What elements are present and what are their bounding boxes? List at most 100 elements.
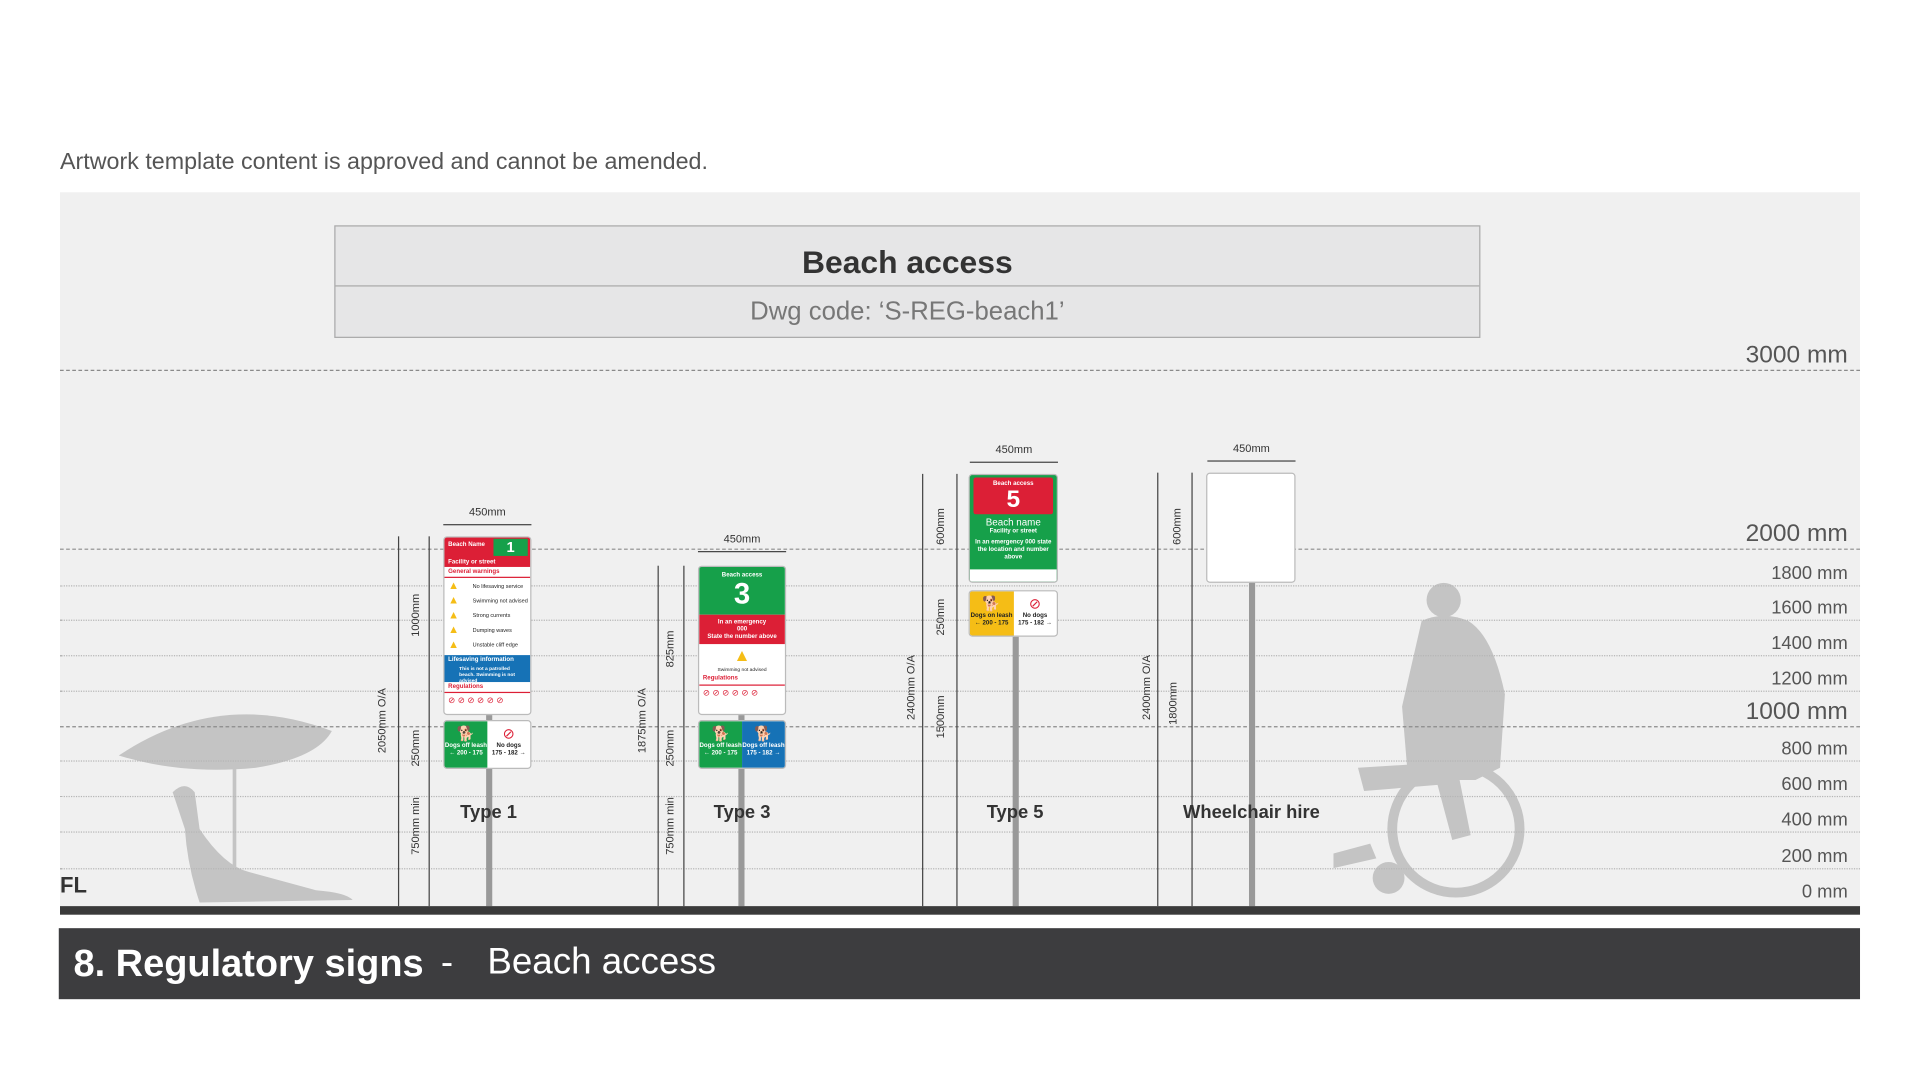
type3-width-label: 450mm (723, 532, 761, 545)
silhouettes (118, 582, 1525, 903)
dog-on-leash-icon: 🐕 (982, 595, 1001, 613)
dwg-code: Dwg code: ‘S-REG-beach1’ (750, 297, 1065, 326)
footer-bar: 8. Regulatory signs - Beach access (58, 928, 1861, 1000)
type1-overall-label: 2050mm O/A (375, 688, 389, 754)
type1-overall-dim (397, 536, 400, 907)
type3-overall-label: 1875mm O/A (635, 688, 648, 754)
beach-number: 5 (1006, 486, 1021, 514)
warning-item: ▲Unstable cliff edge (444, 637, 530, 652)
lower-range: ← 200 - 175 (703, 749, 738, 757)
type3-panel-dim (683, 565, 685, 907)
type5-post-label: 1500mm (934, 695, 947, 739)
type5-main-sign: Beach access 5 Beach name Facility or st… (968, 473, 1058, 583)
type1-main-sign: Beach Name Facility or street 1 General … (443, 536, 532, 716)
wheelchair-overall-label: 2400mm O/A (1140, 655, 1153, 721)
ground-line (60, 906, 1861, 915)
drawing-title: Beach access (802, 243, 1013, 281)
emergency-text: In an emergency 000 state the location a… (975, 538, 1052, 561)
dog-icon: 🐕 (456, 724, 476, 743)
warning-text: Swimming not advised (472, 596, 528, 604)
level-label: 3000 mm (1745, 341, 1848, 369)
beach-number: 3 (733, 577, 751, 612)
wheelchair-panel-label: 600mm (1170, 508, 1183, 545)
type5-lower-label: 250mm (934, 598, 947, 636)
level-label: 400 mm (1781, 809, 1848, 831)
wheelchair-panel-dim (1191, 472, 1193, 907)
warning-text: Strong currents (472, 611, 511, 618)
type1-width-dim (443, 524, 532, 526)
facility: Facility or street (989, 527, 1037, 536)
type1-label: Type 1 (460, 802, 517, 823)
wheelchair-blank-sign (1206, 472, 1296, 583)
type3-main-sign: Beach access 3 In an emergency 000 State… (697, 565, 787, 716)
title-box: Beach access Dwg code: ‘S-REG-beach1’ (334, 225, 1481, 338)
type1-panel-label: 1000mm (408, 593, 422, 637)
regulation-icons: ⊘⊘⊘⊘⊘⊘ (448, 696, 506, 706)
warning-icon: ▲ (448, 579, 460, 592)
general-warnings-heading: General warnings (444, 567, 531, 578)
lower-range: 175 - 182 → (491, 749, 526, 757)
lower-text: No dogs (496, 742, 522, 750)
facility: Facility or street (448, 558, 496, 566)
type5-label: Type 5 (986, 802, 1044, 823)
level-line (60, 548, 1861, 550)
warning-text: Swimming not advised (717, 666, 767, 673)
lower-range: 175 - 182 → (746, 749, 781, 757)
type3-dog-sign: 🐕Dogs off leash← 200 - 175 🐕Dogs off lea… (697, 720, 787, 769)
type5-width-dim (969, 461, 1058, 463)
type1-post (486, 715, 493, 907)
level-line (60, 369, 1861, 372)
type1-panel-dim (428, 536, 430, 907)
level-label: 1600 mm (1771, 597, 1848, 619)
type1-width-label: 450mm (468, 505, 506, 518)
level-label: 200 mm (1781, 846, 1848, 867)
level-label: 1000 mm (1745, 697, 1848, 725)
divider (335, 285, 1480, 287)
dog-icon: 🐕 (711, 724, 730, 743)
level-line (60, 831, 1861, 833)
type5-panel-dim (956, 473, 958, 907)
beach-umbrella-person-icon (118, 714, 353, 903)
warning-item: ▲ Strong currents (444, 607, 530, 622)
level-label: 1800 mm (1771, 563, 1848, 585)
type5-overall-label: 2400mm O/A (904, 655, 918, 721)
regulations-heading: Regulations (699, 672, 785, 686)
wheelchair-user-icon (1333, 582, 1525, 898)
type3-panel-label: 825mm (663, 630, 676, 668)
warning-text: Unstable cliff edge (472, 641, 518, 648)
separator: - (440, 942, 454, 984)
type3-overall-dim (657, 565, 659, 907)
warning-item: ▲ No lifesaving service (444, 578, 530, 593)
level-line (60, 619, 1861, 621)
no-dogs-icon: ⊘ (1028, 595, 1042, 613)
warning-icon: ▲ (733, 645, 751, 665)
warning-icon: ▲ (448, 608, 460, 621)
level-line (60, 795, 1861, 798)
lower-text: Dogs off leash (742, 742, 785, 750)
wheelchair-label: Wheelchair hire (1183, 802, 1320, 823)
type3-label: Type 3 (713, 802, 771, 823)
lower-text: Dogs on leash (970, 612, 1013, 620)
heading: Beach access (721, 571, 763, 580)
warning-text: No lifesaving service (472, 582, 524, 589)
beach-name: Beach name (985, 516, 1041, 528)
type5-overall-dim (922, 473, 924, 907)
level-label: 1400 mm (1771, 633, 1848, 654)
lower-text: Dogs off leash (699, 742, 742, 750)
level-label: 1200 mm (1771, 668, 1848, 690)
type3-post (738, 715, 745, 907)
floor-level-label: FL (60, 873, 87, 898)
lifesaving-heading: Lifesaving information (448, 656, 514, 664)
warning-icon: ▲ (448, 593, 460, 607)
lower-range: ← 200 - 175 (449, 749, 483, 757)
regulation-icons: ⊘⊘⊘⊘⊘⊘ (702, 689, 761, 698)
lower-text: No dogs (1022, 612, 1048, 620)
level-line (60, 585, 1861, 587)
type5-panel-label: 600mm (934, 508, 947, 545)
beach-number: 1 (493, 538, 528, 556)
level-label: 600 mm (1781, 773, 1848, 795)
level-line (60, 760, 1861, 762)
phone-number: 000 (736, 625, 748, 634)
regulations-heading: Regulations (444, 682, 531, 694)
